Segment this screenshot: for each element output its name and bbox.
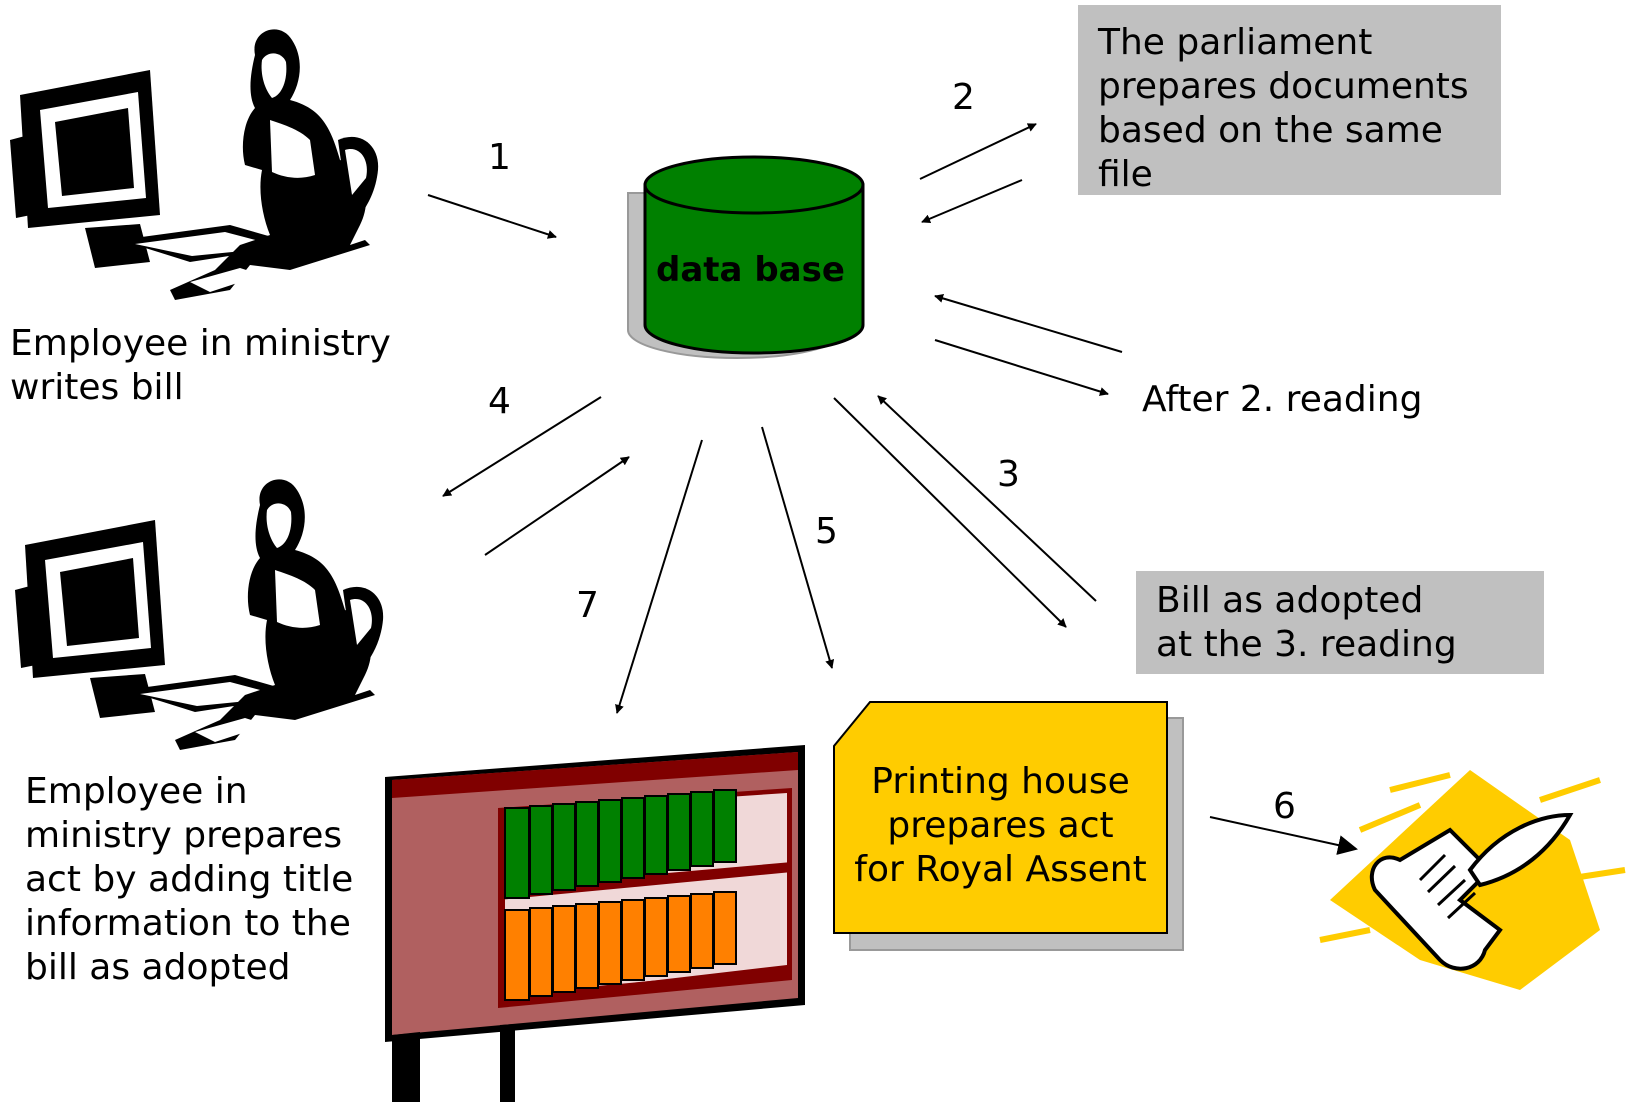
arrow-2-in	[921, 179, 1023, 224]
parliament-text: The parliament prepares documents based …	[1098, 21, 1469, 197]
printing-house-folder	[833, 701, 1184, 951]
ministry-bottom-caption: Employee in ministry prepares act by add…	[25, 770, 353, 990]
arrow-4-out	[442, 396, 602, 497]
step-3-label: 3	[997, 454, 1020, 495]
caption-line: writes bill	[10, 367, 184, 408]
arrow-4-in	[484, 456, 630, 556]
caption-line: information to the	[25, 903, 351, 944]
arrow-2-out	[919, 123, 1037, 180]
arrow-6	[1209, 816, 1358, 855]
third-reading-text: Bill as adopted at the 3. reading	[1156, 579, 1457, 667]
printing-house-text: Printing house prepares act for Royal As…	[834, 760, 1167, 892]
step-4-label: 4	[488, 381, 511, 422]
arrow-5	[761, 426, 835, 669]
caption-line: ministry prepares	[25, 815, 343, 856]
worker-top-icon	[10, 29, 379, 301]
scroll-quill-icon	[1319, 770, 1626, 990]
printing-house-line: prepares act	[887, 805, 1114, 846]
step-5-label: 5	[815, 511, 838, 552]
third-reading-box: Bill as adopted at the 3. reading	[1136, 571, 1544, 674]
parliament-line: based on the same	[1098, 110, 1443, 151]
arrow-3-in	[877, 395, 1097, 602]
arrow-3-out	[833, 397, 1067, 628]
third-reading-line: Bill as adopted	[1156, 580, 1424, 621]
caption-line: act by adding title	[25, 859, 354, 900]
parliament-line: file	[1098, 154, 1153, 195]
arrow-reading2-in	[934, 294, 1123, 353]
arrow-reading2-out	[934, 339, 1109, 396]
second-reading-label: After 2. reading	[1142, 379, 1423, 420]
arrows	[427, 123, 1358, 855]
database-cylinder	[627, 155, 865, 359]
caption-line: Employee in	[25, 771, 248, 812]
parliament-line: The parliament	[1098, 22, 1373, 63]
arrow-7	[615, 439, 703, 714]
parliament-line: prepares documents	[1098, 66, 1469, 107]
step-6-label: 6	[1273, 786, 1296, 827]
step-2-label: 2	[952, 77, 975, 118]
bookshelf-icon	[385, 745, 805, 1102]
step-1-label: 1	[488, 137, 511, 178]
parliament-box: The parliament prepares documents based …	[1078, 5, 1501, 195]
printing-house-line: Printing house	[871, 761, 1130, 802]
printing-house-line: for Royal Assent	[854, 849, 1147, 890]
worker-bottom-icon	[15, 479, 384, 750]
third-reading-line: at the 3. reading	[1156, 624, 1457, 665]
database-label: data base	[656, 250, 845, 290]
step-7-label: 7	[576, 585, 599, 626]
ministry-top-caption: Employee in ministry writes bill	[10, 322, 391, 410]
caption-line: Employee in ministry	[10, 323, 391, 364]
arrow-1	[427, 194, 557, 239]
caption-line: bill as adopted	[25, 947, 291, 988]
